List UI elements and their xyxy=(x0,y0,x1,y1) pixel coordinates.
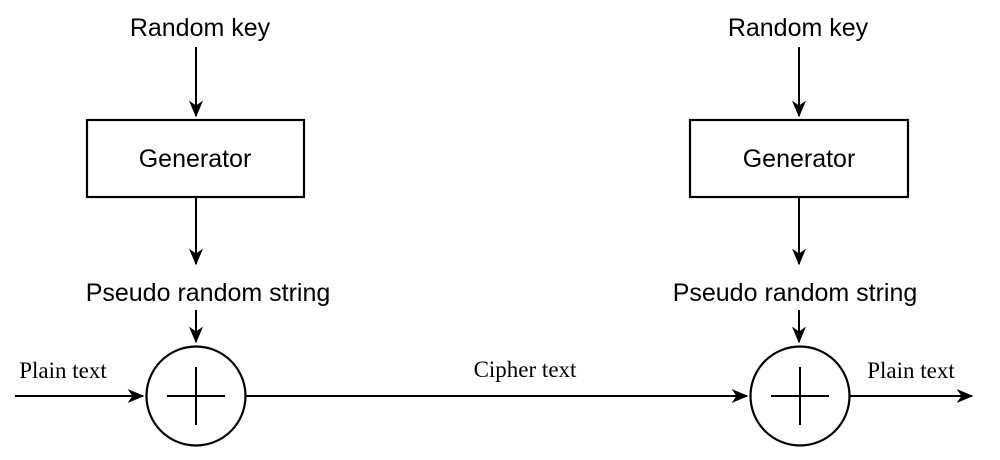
plain-text-out-label: Plain text xyxy=(867,358,955,383)
plain-text-in-label: Plain text xyxy=(19,358,107,383)
xor-circle xyxy=(749,345,851,447)
keystream-label: Pseudo random string xyxy=(673,279,918,307)
generator-label: Generator xyxy=(743,145,856,173)
random-key-label: Random key xyxy=(130,14,271,42)
generator-label: Generator xyxy=(139,145,252,173)
random-key-label: Random key xyxy=(728,14,869,42)
keystream-label: Pseudo random string xyxy=(86,279,331,307)
encryption-unit: Random key Generator Pseudo random strin… xyxy=(15,14,331,447)
cipher-text-label: Cipher text xyxy=(474,357,577,382)
decryption-unit: Random key Generator Pseudo random strin… xyxy=(673,14,974,447)
xor-node-icon xyxy=(749,345,851,447)
cipher-channel: Cipher text xyxy=(245,357,749,403)
